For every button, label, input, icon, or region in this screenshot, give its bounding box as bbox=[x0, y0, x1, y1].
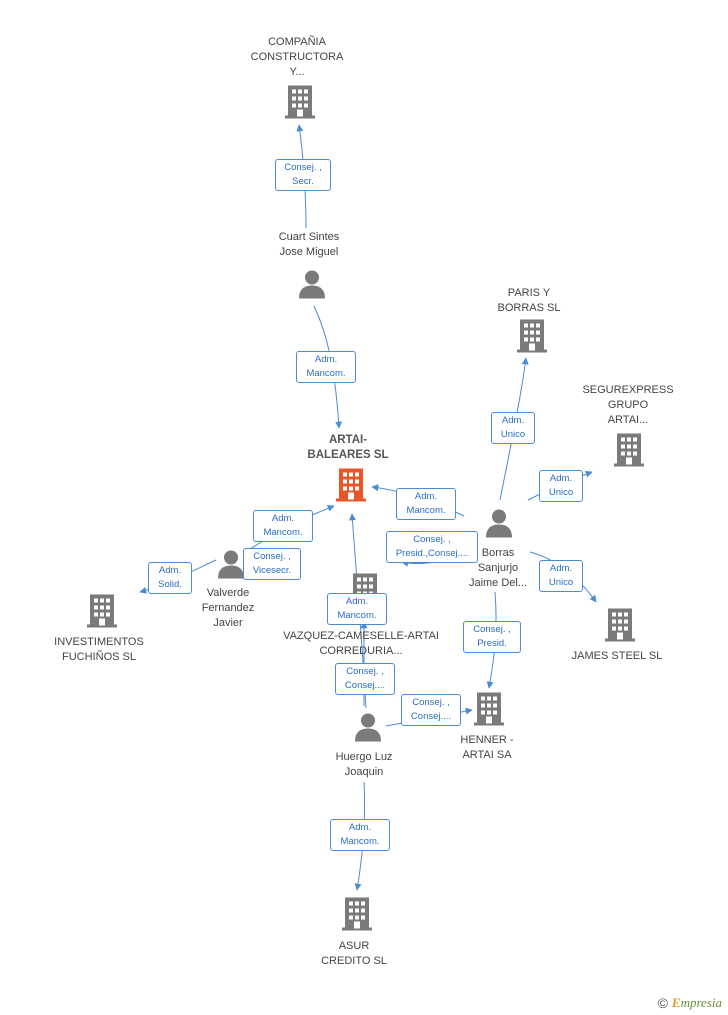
edge-label-huergo-artai[interactable]: Adm. Mancom. bbox=[327, 593, 387, 625]
person-icon[interactable] bbox=[216, 549, 246, 584]
footer-brand: © Empresia bbox=[658, 995, 722, 1011]
brand-initial: E bbox=[671, 995, 681, 1010]
building-icon[interactable] bbox=[517, 319, 547, 358]
person-icon[interactable] bbox=[353, 712, 383, 747]
edge-label-huergo-vazquez[interactable]: Consej. , Consej.... bbox=[335, 663, 395, 695]
node-label-valverde[interactable]: Valverde Fernandez Javier bbox=[201, 587, 255, 629]
edge-label-huergo-henner[interactable]: Consej. , Consej.... bbox=[401, 694, 461, 726]
node-label-borras[interactable]: Borras Sanjurjo Jaime Del... bbox=[468, 547, 528, 589]
brand-name: mpresia bbox=[680, 995, 722, 1010]
building-icon[interactable] bbox=[614, 433, 644, 472]
node-label-cuart[interactable]: Cuart Sintes Jose Miguel bbox=[278, 231, 340, 258]
node-label-huergo[interactable]: Huergo Luz Joaquin bbox=[335, 751, 393, 778]
edge-label-borras-segurexpress[interactable]: Adm. Unico bbox=[539, 470, 583, 502]
building-icon[interactable] bbox=[87, 594, 117, 633]
edge-label-borras-artai[interactable]: Adm. Mancom. bbox=[396, 488, 456, 520]
node-label-investimentos[interactable]: INVESTIMENTOS FUCHIÑOS SL bbox=[54, 636, 144, 663]
node-label-vazquez[interactable]: VAZQUEZ-CAMESELLE-ARTAI CORREDURIA... bbox=[283, 630, 439, 657]
main-building-icon[interactable] bbox=[336, 468, 366, 507]
brand-logo: Empresia bbox=[672, 995, 722, 1011]
edge-label-borras-james[interactable]: Adm. Unico bbox=[539, 560, 583, 592]
node-label-asur[interactable]: ASUR CREDITO SL bbox=[321, 940, 387, 967]
edge-label-valverde-artai[interactable]: Adm. Mancom. bbox=[253, 510, 313, 542]
edge-label-valverde-vazquez[interactable]: Consej. , Vicesecr. bbox=[243, 548, 301, 580]
edge-label-borras-henner[interactable]: Consej. , Presid. bbox=[463, 621, 521, 653]
edge-label-cuart-compania[interactable]: Consej. , Secr. bbox=[275, 159, 331, 191]
edge-label-huergo-asur[interactable]: Adm. Mancom. bbox=[330, 819, 390, 851]
node-label-james[interactable]: JAMES STEEL SL bbox=[571, 650, 663, 662]
copyright-icon: © bbox=[657, 995, 668, 1011]
edge-label-valverde-investimentos[interactable]: Adm. Solid. bbox=[148, 562, 192, 594]
person-icon[interactable] bbox=[297, 269, 327, 304]
person-icon[interactable] bbox=[484, 508, 514, 543]
building-icon[interactable] bbox=[285, 85, 315, 124]
node-label-henner[interactable]: HENNER - ARTAI SA bbox=[460, 734, 514, 761]
node-label-segurexpress[interactable]: SEGUREXPRESS GRUPO ARTAI... bbox=[582, 384, 674, 426]
building-icon[interactable] bbox=[474, 692, 504, 731]
building-icon[interactable] bbox=[342, 897, 372, 936]
node-label-compania[interactable]: COMPAÑIA CONSTRUCTORA Y... bbox=[250, 36, 344, 78]
node-label-paris[interactable]: PARIS Y BORRAS SL bbox=[497, 287, 561, 314]
node-label-artai[interactable]: ARTAI- BALEARES SL bbox=[307, 434, 389, 461]
edge-label-borras-vazquez[interactable]: Consej. , Presid.,Consej.... bbox=[386, 531, 478, 563]
edge-label-cuart-artai[interactable]: Adm. Mancom. bbox=[296, 351, 356, 383]
building-icon[interactable] bbox=[605, 608, 635, 647]
edge-label-borras-paris[interactable]: Adm. Unico bbox=[491, 412, 535, 444]
